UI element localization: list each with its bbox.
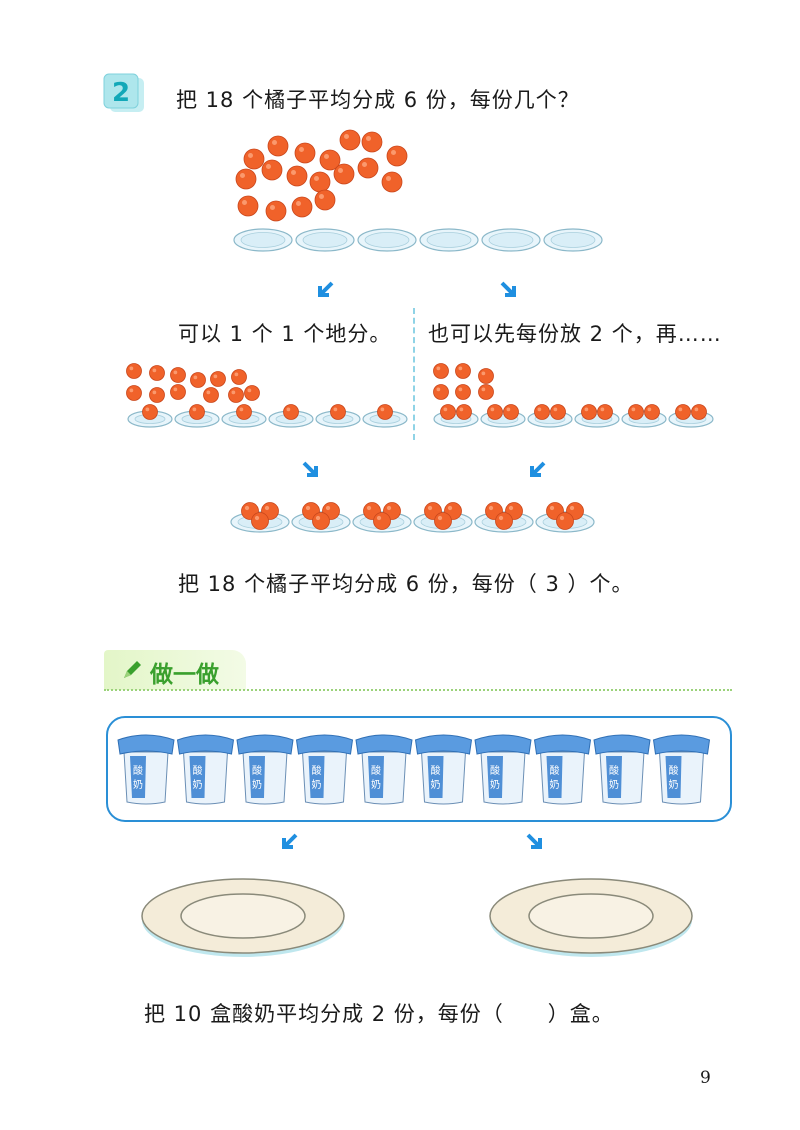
svg-text:酸: 酸 [133,764,143,777]
arrow-down-right-icon [302,461,318,477]
svg-text:酸: 酸 [371,764,381,777]
svg-text:酸: 酸 [550,764,560,777]
practice-question: 把 10 盒酸奶平均分成 2 份，每份（ ）盒。 [144,1002,614,1026]
arrow-down-left-icon [282,833,298,849]
svg-text:奶: 奶 [550,779,560,791]
arrow-down-left-icon [530,461,546,477]
yogurt-cup: 酸奶 [176,734,235,805]
yogurt-cup: 酸奶 [414,734,473,805]
svg-text:奶: 奶 [669,779,679,791]
svg-text:奶: 奶 [609,779,619,791]
svg-text:奶: 奶 [252,779,262,791]
svg-text:奶: 奶 [490,779,500,791]
method-two-text: 也可以先每份放 2 个，再…… [428,322,722,346]
example-number: 2 [112,78,130,108]
section-title: 做一做 [150,662,219,688]
example-question: 把 18 个橘子平均分成 6 份，每份几个？ [176,88,580,112]
page-number: 9 [700,1068,711,1088]
svg-text:酸: 酸 [193,764,203,777]
svg-text:酸: 酸 [609,764,619,777]
arrow-down-right-icon [500,281,516,297]
yogurt-cup: 酸奶 [355,734,413,805]
yogurt-cup: 酸奶 [474,734,532,805]
svg-text:奶: 奶 [312,779,322,791]
yogurt-cup: 酸奶 [295,734,354,805]
svg-text:酸: 酸 [252,764,262,777]
method-one-text: 可以 1 个 1 个地分。 [178,322,392,346]
yogurt-cup: 酸奶 [117,734,175,805]
arrow-down-right-icon [526,833,542,849]
svg-text:酸: 酸 [490,764,500,777]
pencil-icon [124,661,141,678]
svg-text:奶: 奶 [133,779,143,791]
arrow-down-left-icon [318,281,334,297]
svg-text:酸: 酸 [312,764,322,777]
example-number-badge: 2 [103,73,144,112]
svg-text:奶: 奶 [371,779,381,791]
section-header-bar [104,650,246,690]
yogurt-cup: 酸奶 [593,734,651,805]
svg-text:酸: 酸 [431,764,441,777]
empty-plate-left [141,878,345,957]
example-answer: 把 18 个橘子平均分成 6 份，每份（ 3 ）个。 [178,572,634,596]
yogurt-cup: 酸奶 [236,734,294,805]
svg-text:奶: 奶 [193,779,203,791]
empty-plate-right [489,878,693,957]
section-dotted-rule [104,689,732,691]
yogurt-cup: 酸奶 [652,734,711,805]
svg-text:酸: 酸 [669,764,679,777]
svg-text:奶: 奶 [431,779,441,791]
dashed-divider [413,308,415,440]
yogurt-cup: 酸奶 [533,734,592,805]
